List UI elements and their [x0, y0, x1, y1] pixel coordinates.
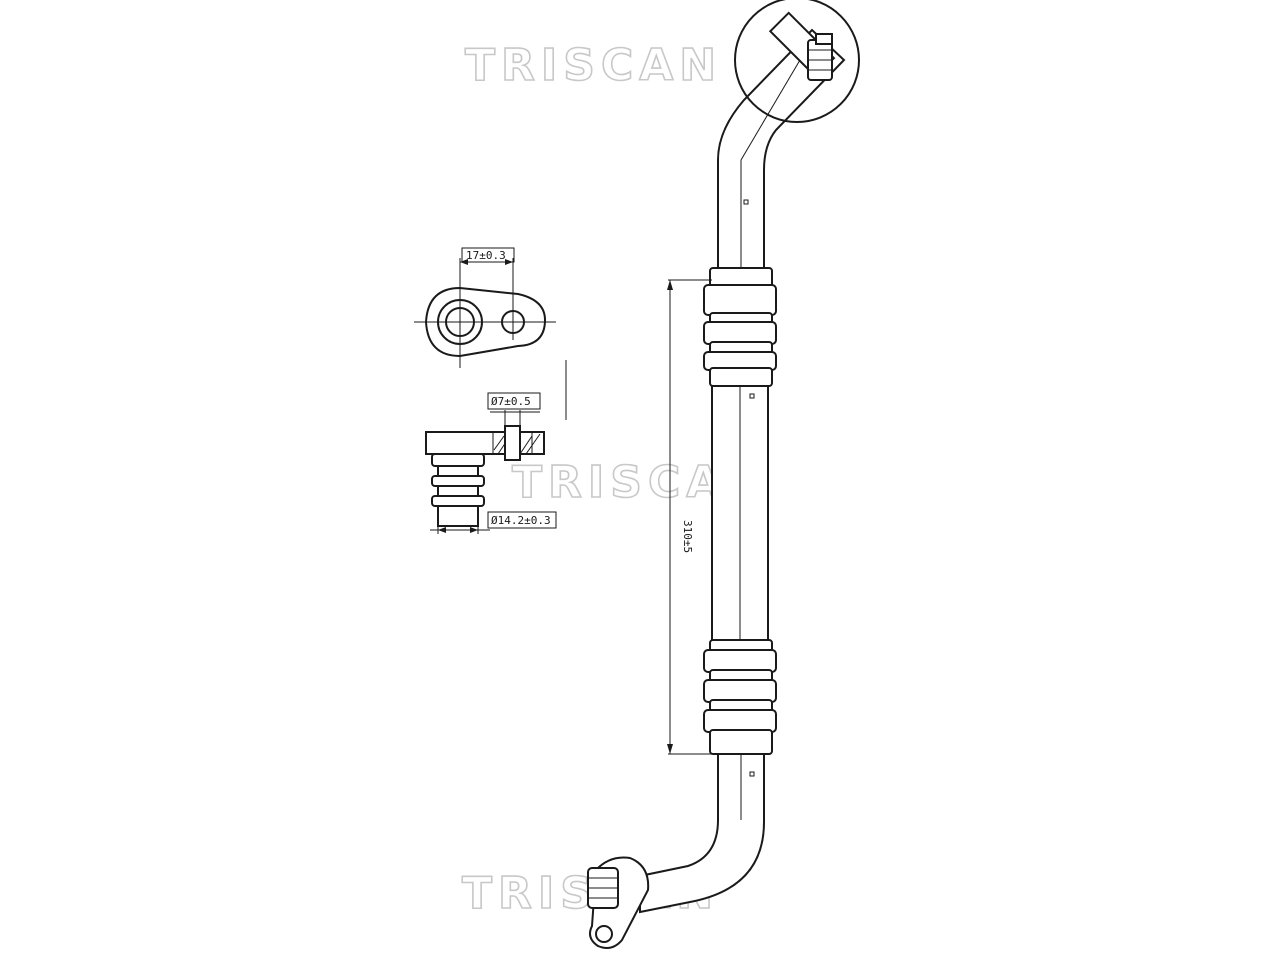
- watermark-top: TRISCAN: [465, 40, 722, 91]
- length-dimension-label: 310±5: [681, 520, 694, 553]
- nipple-diameter-label: Ø14.2±0.3: [491, 514, 551, 527]
- nipple-section-view: Ø7±0.5 Ø14.2±0.3: [425, 392, 557, 534]
- length-dimension: 310±5: [667, 279, 712, 755]
- upper-sleeve: [703, 267, 777, 387]
- flange-spacing-label: 17±0.3: [466, 249, 506, 262]
- nut-bore-label: Ø7±0.5: [491, 395, 531, 408]
- top-fitting-detail: [734, 0, 860, 123]
- oil-pipe: [639, 28, 846, 914]
- flange-plate-view: 17±0.3: [414, 247, 556, 368]
- bottom-flange-fitting: [587, 856, 650, 949]
- lower-sleeve: [703, 639, 777, 755]
